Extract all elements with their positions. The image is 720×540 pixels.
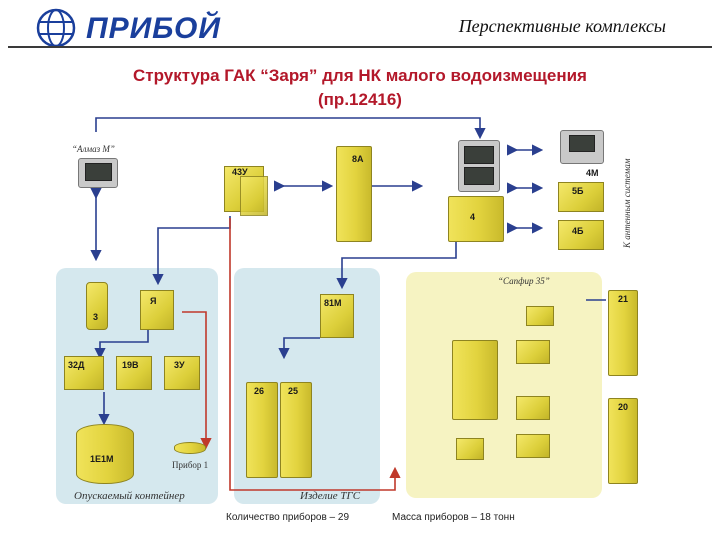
workstation-screen-bottom (464, 167, 494, 185)
block-3u-label: 3У (174, 360, 185, 370)
header-divider (8, 46, 712, 48)
cabinet-26 (246, 382, 278, 478)
cabinet-20-label: 20 (618, 402, 629, 412)
block-4b-label: 4Б (572, 226, 584, 236)
block-43u-side (240, 176, 268, 216)
sapphire-main-unit (452, 340, 498, 420)
device-pribor-1 (174, 442, 206, 454)
device-mass: Масса приборов – 18 тонн (392, 512, 515, 523)
block-ya-label: Я (150, 296, 157, 306)
block-ya (140, 290, 174, 330)
page-title: Структура ГАК “Заря” для НК малого водои… (0, 64, 720, 112)
workstation-4-base (448, 196, 504, 242)
almaz-screen (85, 163, 112, 181)
cabinet-21 (608, 290, 638, 376)
almaz-console (78, 158, 118, 188)
title-line-2: (пр.12416) (318, 90, 402, 109)
workstation-4-label: 4 (470, 212, 476, 222)
cabinet-8a-label: 8А (352, 154, 364, 164)
cabinet-20 (608, 398, 638, 484)
console-4m (560, 130, 604, 164)
block-81m (320, 294, 354, 338)
sapphire-label: “Сапфир 35” (498, 276, 550, 286)
cabinet-25-label: 25 (288, 386, 299, 396)
block-5b (558, 182, 604, 212)
pribor-1-label: Прибор 1 (172, 460, 209, 470)
company-logo: ПРИБОЙ (86, 12, 221, 45)
tgs-product-caption: Изделие ТГС (300, 490, 361, 502)
sapphire-panel (406, 272, 602, 498)
submersible-container-caption: Опускаемый контейнер (74, 490, 185, 502)
sapphire-device-e (526, 306, 554, 326)
block-19v (116, 356, 152, 390)
console-4m-label: 4М (586, 168, 599, 178)
block-5b-label: 5Б (572, 186, 584, 196)
workstation-screen-top (464, 146, 494, 164)
block-32d (64, 356, 104, 390)
device-3 (86, 282, 108, 330)
sapphire-device-a (516, 340, 550, 364)
container-1e1m-label: 1Е1М (90, 454, 114, 464)
title-line-1: Структура ГАК “Заря” для НК малого водои… (133, 66, 587, 85)
cabinet-26-label: 26 (254, 386, 265, 396)
device-count: Количество приборов – 29 (226, 512, 350, 523)
block-32d-label: 32Д (68, 360, 85, 370)
cabinet-21-label: 21 (618, 294, 629, 304)
antenna-systems-label: К антенным системам (622, 158, 632, 248)
sapphire-device-d (456, 438, 484, 460)
cabinet-8a (336, 146, 372, 242)
block-19v-label: 19В (122, 360, 139, 370)
console-4m-screen (569, 135, 595, 152)
cabinet-25 (280, 382, 312, 478)
section-title: Перспективные комплексы (458, 16, 666, 36)
block-4b (558, 220, 604, 250)
block-43u-label: 43У (232, 167, 248, 177)
device-3-label: 3 (93, 312, 99, 322)
sapphire-device-c (516, 434, 550, 458)
block-3u (164, 356, 200, 390)
almaz-label: “Алмаз М” (72, 144, 115, 154)
workstation-4 (458, 140, 500, 192)
block-81m-label: 81М (324, 298, 342, 308)
container-1e1m (76, 424, 134, 484)
sapphire-device-b (516, 396, 550, 420)
